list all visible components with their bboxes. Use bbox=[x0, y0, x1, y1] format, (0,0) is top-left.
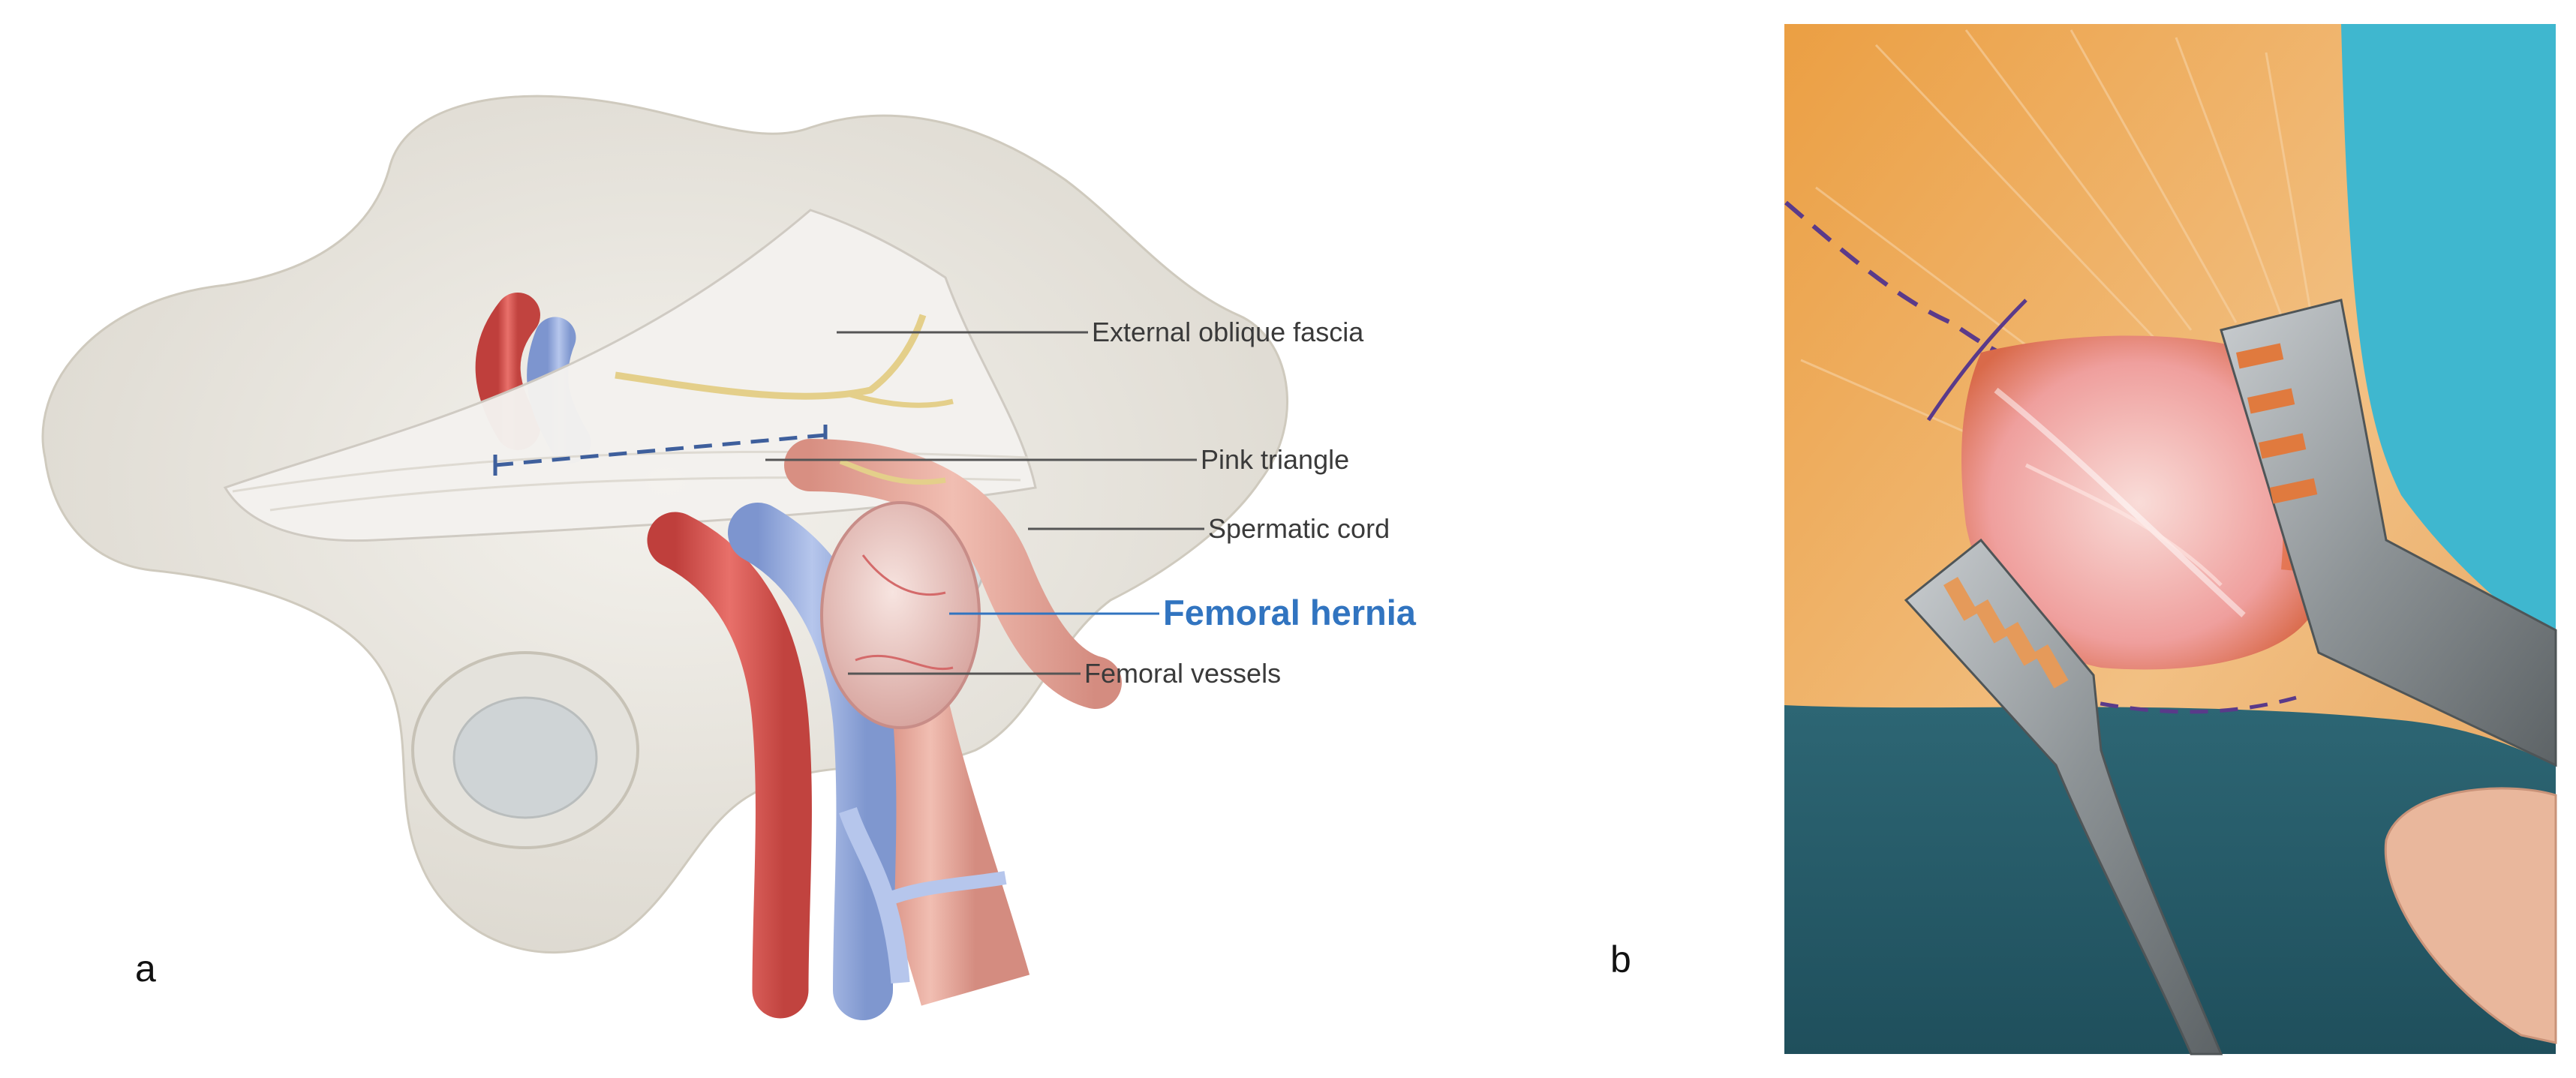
gloved-finger-shape bbox=[2384, 787, 2557, 1044]
panel-a-illustration bbox=[41, 95, 1289, 1020]
spermatic-cord-shape bbox=[784, 439, 1122, 709]
femoral-artery-shape bbox=[647, 512, 812, 1019]
surgical-drape-shape bbox=[1784, 705, 2556, 1054]
panel-b-letter: b bbox=[1610, 938, 1631, 980]
label-femoral-vessels: Femoral vessels bbox=[1084, 658, 1282, 689]
upper-retractor-shape bbox=[2220, 299, 2557, 767]
lower-retractor-shape bbox=[1904, 538, 2223, 1055]
label-femoral-hernia: Femoral hernia bbox=[1163, 593, 1416, 632]
label-pink-triangle: Pink triangle bbox=[1201, 444, 1350, 475]
panel-a-letter: a bbox=[135, 947, 156, 989]
femoral-vein-shape bbox=[728, 503, 897, 1020]
label-leader-lines bbox=[765, 331, 1204, 675]
label-spermatic-cord: Spermatic cord bbox=[1208, 513, 1390, 544]
femoral-hernia-shape bbox=[820, 501, 981, 729]
surgical-wound-shape bbox=[1961, 335, 2316, 670]
panel-b-photograph bbox=[1784, 24, 2557, 1055]
label-external-oblique-fascia: External oblique fascia bbox=[1092, 317, 1364, 347]
